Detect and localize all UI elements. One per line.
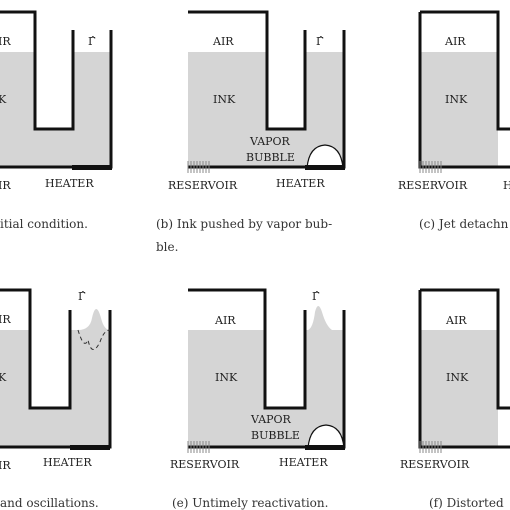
panel-f-reservoir-hatch [419,441,442,453]
panel-a-reservoir-label: IR [0,179,11,192]
panel-c-ink [420,52,498,167]
panel-d-caption: and oscillations. [0,496,99,510]
panel-e-air-label: AIR [214,314,236,327]
panel-a-gamma-label: Γ̂ [88,35,96,48]
panel-e-caption: (e) Untimely reactivation. [172,496,328,510]
panel-d-reservoir-label: IR [0,459,11,472]
panel-f-ink [420,330,498,447]
panel-b-reservoir-label: RESERVOIR [168,179,238,192]
panel-e-bubble-label: BUBBLE [251,429,300,442]
panel-a-caption: itial condition. [0,217,88,231]
panel-d-ink-label: K [0,371,7,384]
panel-a-heater-label: HEATER [45,177,94,190]
panel-d-gamma-label: Γ̂ [78,290,86,303]
panel-f-caption: (f) Distorted [429,496,504,510]
panel-e-reservoir-hatch [187,441,210,453]
panel-d: IR K Γ̂ HEATER IR and oscillations. [0,288,112,510]
panel-d-air-label: IR [0,313,11,326]
panel-a-air-label: IR [0,35,11,48]
panel-c-heater-label: H [503,179,510,192]
panel-f: AIR INK RESERVOIR (f) Distorted [400,288,510,510]
panel-c: AIR INK RESERVOIR H (c) Jet detachn [398,10,510,231]
panel-e-vapor-bubble [307,424,345,449]
panel-b-vapor-bubble [306,144,344,169]
panel-a-ink-label: K [0,93,7,106]
panel-b-caption-line2: ble. [156,240,178,254]
panel-e: AIR INK Γ̂ VAPOR BUBBLE RESERVOIR HEATER… [170,288,346,510]
panel-d-heater-bar [70,445,110,450]
panel-c-ink-label: INK [445,93,468,106]
panel-a-heater-bar [72,165,112,170]
panel-b-gamma-label: Γ̂ [316,35,324,48]
panel-f-ink-label: INK [446,371,469,384]
panel-c-caption: (c) Jet detachn [419,217,509,231]
panel-e-heater-bar [305,445,345,450]
panel-e-gamma-label: Γ̂ [312,290,320,303]
panel-b-bubble-label: BUBBLE [246,151,295,164]
panel-b-air-label: AIR [212,35,234,48]
panel-e-reservoir-label: RESERVOIR [170,458,240,471]
panel-e-heater-label: HEATER [279,456,328,469]
panel-e-ink-label: INK [215,371,238,384]
panel-d-heater-label: HEATER [43,456,92,469]
panel-f-reservoir-label: RESERVOIR [400,458,470,471]
panel-a: IR K Γ̂ HEATER IR itial condition. [0,10,113,231]
panel-c-reservoir-hatch [419,161,442,173]
panel-b: AIR INK Γ̂ VAPOR BUBBLE RESERVOIR HEATER… [156,10,346,254]
panel-c-air-label: AIR [444,35,466,48]
panel-b-reservoir-hatch [187,161,210,173]
panel-c-reservoir-label: RESERVOIR [398,179,468,192]
panel-d-ink [0,309,110,447]
panel-d-oscillation-dashed [77,329,111,350]
panel-b-vapor-label: VAPOR [249,135,291,148]
panel-e-vapor-label: VAPOR [250,413,292,426]
panel-b-heater-label: HEATER [276,177,325,190]
panel-b-heater-bar [305,165,345,170]
panel-f-air-label: AIR [445,314,467,327]
panel-a-ink [0,52,111,167]
panel-b-caption-line1: (b) Ink pushed by vapor bub- [156,217,332,231]
panel-b-ink-label: INK [213,93,236,106]
